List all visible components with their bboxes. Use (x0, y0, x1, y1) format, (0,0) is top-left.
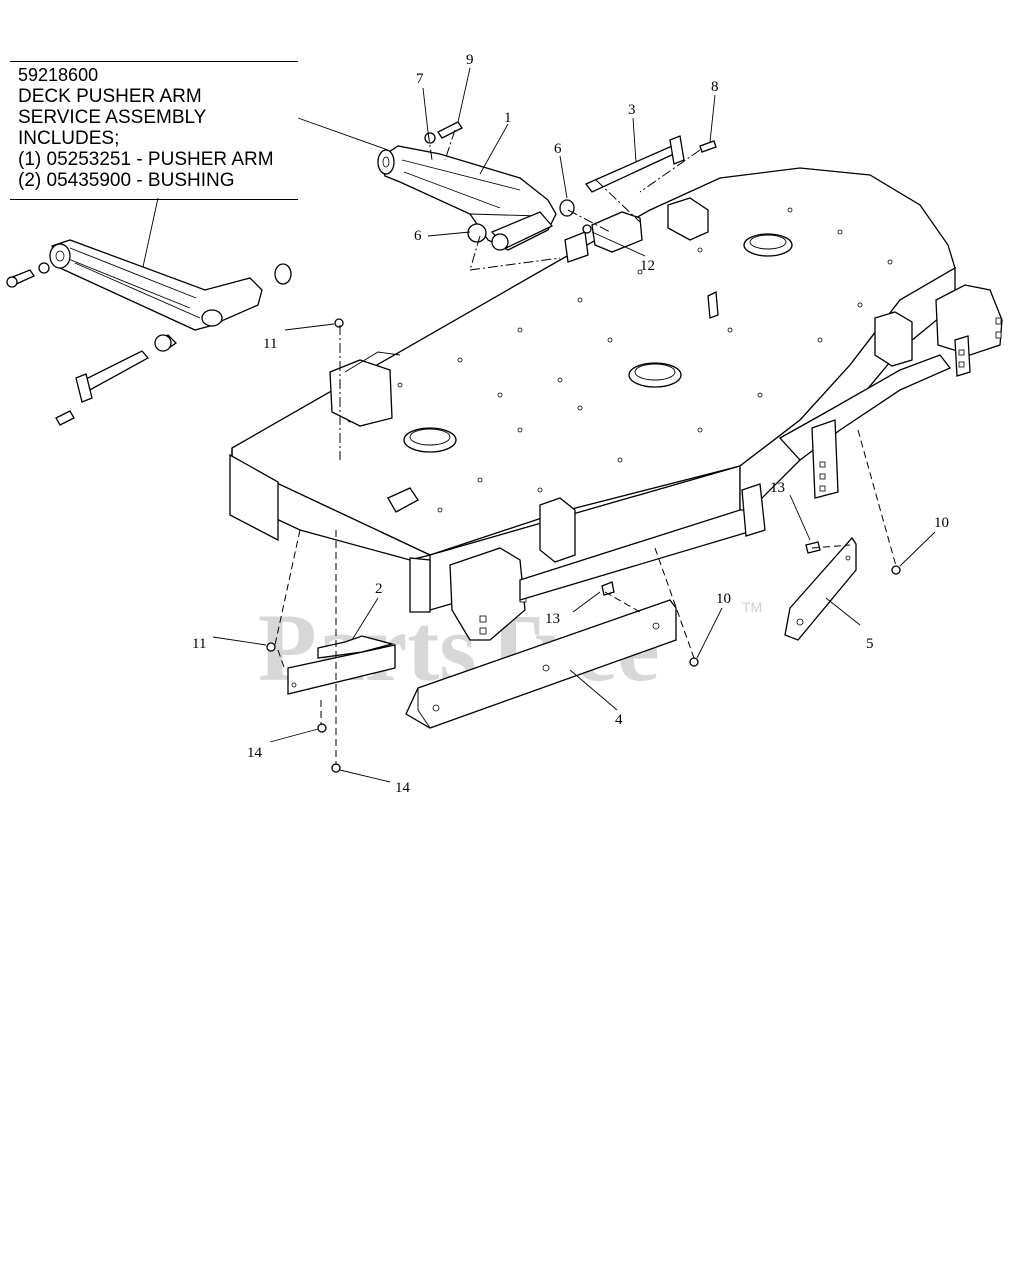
label-9: 9 (466, 52, 474, 68)
bolt-8 (699, 140, 717, 153)
bolt-14-upper (317, 723, 327, 733)
label-13-right: 13 (770, 480, 785, 496)
callout-line-pusher-arm: (1) 05253251 - PUSHER ARM (18, 149, 274, 170)
service-assembly-exploded (6, 197, 292, 426)
bushing-6-upper (559, 199, 575, 217)
side-baffle-5 (784, 536, 857, 641)
label-10-rear: 10 (934, 515, 949, 531)
label-14-lower: 14 (395, 780, 411, 796)
callout-leader (297, 117, 389, 151)
label-6-lower: 6 (414, 228, 422, 244)
label-11-lower: 11 (192, 636, 206, 652)
label-10-front: 10 (716, 591, 731, 607)
pusher-mount-bracket (591, 211, 643, 253)
label-6-upper: 6 (554, 141, 562, 157)
nut-12 (582, 224, 592, 234)
pin-3 (584, 145, 680, 193)
pusher-arm (377, 145, 557, 251)
alignment-lines (274, 129, 897, 765)
label-12: 12 (640, 258, 655, 274)
callout-line-includes: INCLUDES; (18, 128, 120, 149)
service-assembly-callout: 59218600 DECK PUSHER ARM SERVICE ASSEMBL… (10, 61, 298, 200)
label-1: 1 (504, 110, 512, 126)
label-11-upper: 11 (263, 336, 277, 352)
watermark-tm: TM (742, 599, 762, 615)
callout-part-number: 59218600 (18, 65, 99, 85)
label-13-front: 13 (545, 611, 560, 627)
label-8: 8 (711, 79, 719, 95)
leader-lines (212, 67, 936, 783)
callout-line-bushing: (2) 05435900 - BUSHING (18, 170, 235, 191)
front-baffle-4 (405, 599, 677, 729)
nut-7 (424, 132, 436, 144)
label-7: 7 (416, 71, 424, 87)
mower-deck (229, 167, 1003, 641)
label-2: 2 (375, 581, 383, 597)
bolt-9 (437, 121, 463, 139)
nut-11-lower (266, 642, 276, 652)
bolt-14-lower (331, 763, 341, 773)
label-5: 5 (866, 636, 874, 652)
nut-10-rear (891, 565, 901, 575)
bushing-6-lower (467, 223, 487, 243)
bolt-13-front (601, 581, 615, 596)
label-14-upper: 14 (247, 745, 263, 761)
callout-line-subtitle: SERVICE ASSEMBLY (18, 107, 207, 128)
label-4: 4 (615, 712, 623, 728)
label-3: 3 (628, 102, 636, 118)
part-labels: 7 9 1 3 8 6 6 12 11 11 2 13 13 10 10 5 4… (192, 52, 949, 796)
nut-10-front (689, 657, 699, 667)
nut-11-upper (334, 318, 344, 328)
callout-line-title: DECK PUSHER ARM (18, 86, 202, 107)
